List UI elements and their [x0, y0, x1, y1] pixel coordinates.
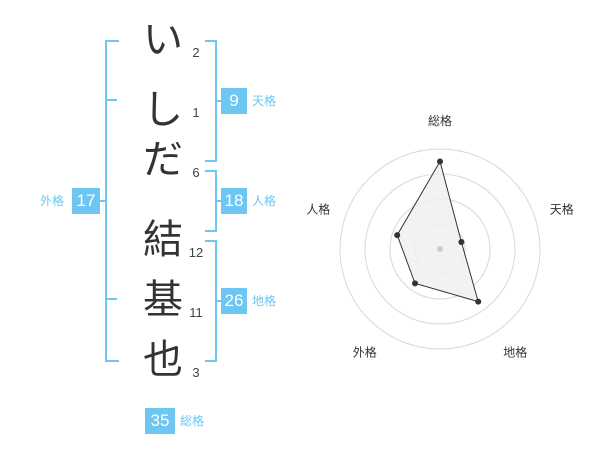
- radar-axis-label-4: 外格: [353, 345, 377, 360]
- name-char-2: し: [143, 87, 183, 133]
- stroke-count-5: 11: [189, 305, 203, 320]
- stroke-count-3: 6: [192, 165, 200, 180]
- radar-center-dot: [437, 246, 443, 252]
- radar-point-1: [437, 158, 443, 165]
- stroke-count-1: 2: [192, 45, 200, 60]
- soukaku-value: 35: [145, 408, 175, 434]
- radar-point-4: [412, 280, 419, 287]
- bracket-tick: [105, 298, 117, 300]
- stroke-count-2: 1: [192, 105, 200, 120]
- radar-data-polygon: [396, 160, 479, 303]
- name-char-6: 也: [143, 337, 183, 383]
- radar-axis-label-5: 人格: [306, 201, 330, 216]
- jinkaku-label: 人格: [252, 194, 277, 208]
- name-char-4: 結: [143, 217, 183, 263]
- gaikaku-value: 17: [72, 188, 100, 214]
- gaikaku-bracket: [105, 40, 119, 362]
- chikaku-value: 26: [221, 288, 247, 314]
- radar-axis-label-1: 総格: [428, 113, 452, 128]
- radar-axis-label-3: 地格: [503, 345, 527, 360]
- tenkaku-connector: [215, 100, 221, 102]
- chikaku-connector: [215, 300, 221, 302]
- gaikaku-connector: [97, 200, 107, 202]
- bracket-tick: [105, 99, 117, 101]
- name-char-1: い: [143, 17, 183, 63]
- name-char-5: 基: [143, 277, 183, 323]
- stroke-count-4: 12: [188, 245, 204, 260]
- radar-point-5: [394, 232, 401, 239]
- stroke-count-6: 3: [192, 365, 200, 380]
- radar-point-2: [458, 239, 465, 246]
- radar-point-3: [475, 298, 482, 305]
- radar-axis-label-2: 天格: [550, 201, 574, 216]
- tenkaku-label: 天格: [252, 94, 277, 108]
- jinkaku-value: 18: [221, 188, 247, 214]
- name-char-3: だ: [143, 137, 183, 183]
- jinkaku-connector: [215, 200, 221, 202]
- soukaku-label: 総格: [180, 414, 205, 428]
- chikaku-label: 地格: [252, 294, 277, 308]
- radar-grid-ring: [339, 148, 541, 350]
- gaikaku-label: 外格: [40, 194, 65, 208]
- tenkaku-value: 9: [221, 88, 247, 114]
